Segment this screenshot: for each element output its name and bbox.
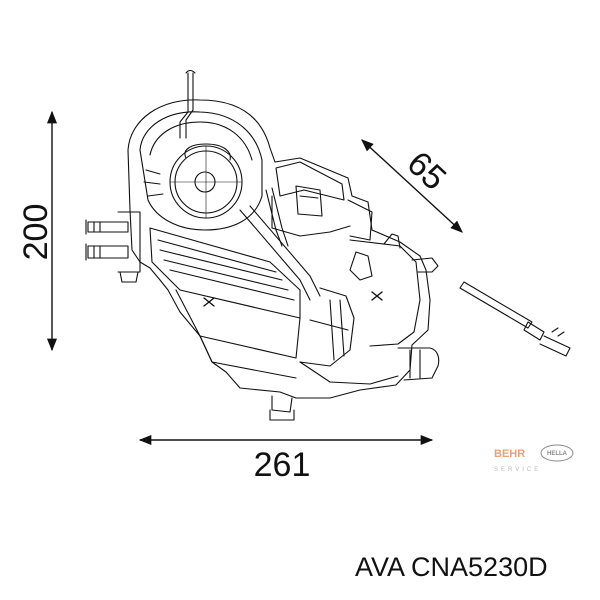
dimension-depth: 65 — [361, 139, 463, 233]
top-bracket — [179, 69, 196, 139]
heater-core — [149, 227, 301, 379]
main-housing-outline — [127, 99, 431, 399]
dimension-depth-label: 65 — [400, 144, 454, 198]
logo-service-text: SERVICE — [494, 467, 541, 473]
pipe-connectors — [85, 211, 141, 283]
dimension-width-label: 261 — [254, 446, 311, 484]
logo-brand-secondary: HELLA — [547, 451, 568, 457]
dimension-height-label: 200 — [17, 204, 55, 261]
blower-scroll — [139, 111, 263, 231]
internal-tubes — [239, 187, 355, 367]
dimension-width: 261 — [138, 434, 434, 484]
heater-housing-drawing — [85, 69, 571, 421]
brand-logo: BEHR HELLA SERVICE — [494, 444, 574, 473]
bottom-outlet — [299, 347, 440, 385]
logo-badge — [540, 444, 574, 462]
part-number-caption: AVA CNA5230D — [355, 552, 548, 582]
dimension-height: 200 — [17, 110, 58, 352]
sensor-probe — [459, 281, 571, 357]
right-housing — [349, 233, 439, 347]
bottom-drain — [269, 395, 295, 421]
blower-fan — [169, 143, 243, 219]
logo-brand-primary: BEHR — [494, 448, 525, 460]
upper-duct — [271, 161, 373, 241]
